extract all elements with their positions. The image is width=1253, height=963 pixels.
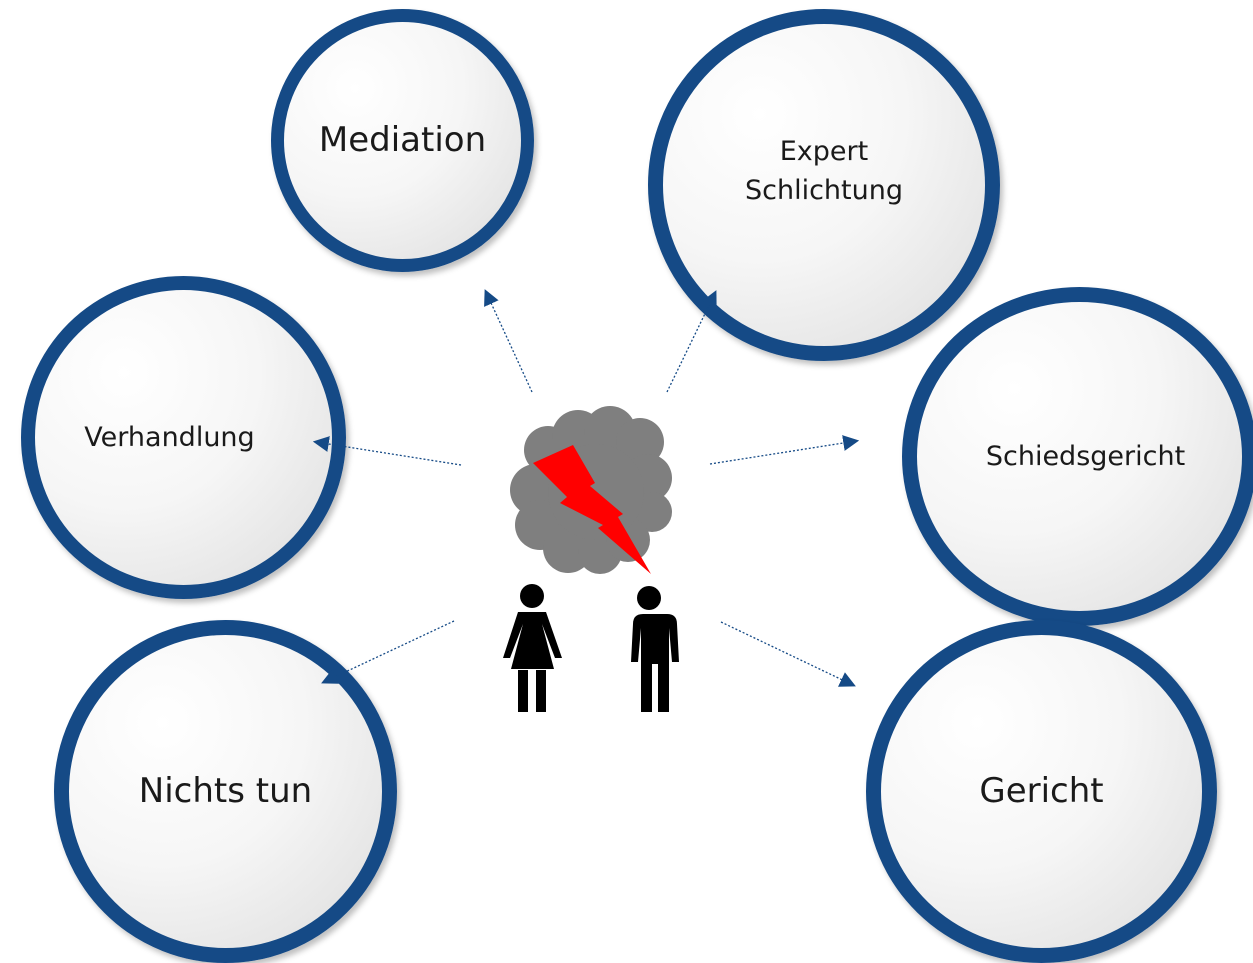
node-nichts-tun-label: Nichts tun xyxy=(138,770,313,811)
man-icon xyxy=(631,586,679,712)
connector-to-nichts-tun xyxy=(321,620,455,684)
woman-icon xyxy=(503,584,562,712)
lightning-icon xyxy=(533,445,651,574)
connector-to-expert xyxy=(666,290,717,393)
connector-to-mediation xyxy=(484,289,533,393)
node-schiedsgericht-label: Schiedsgericht xyxy=(985,440,1186,472)
connectors xyxy=(312,289,860,687)
node-expert-label-line-2: Schlichtung xyxy=(744,175,903,206)
connector-to-verhandlung xyxy=(312,436,462,466)
connector-to-gericht xyxy=(720,621,856,687)
node-mediation-label: Mediation xyxy=(318,119,487,160)
node-expert-label-line-1: Expert xyxy=(779,135,869,167)
node-gericht-label: Gericht xyxy=(979,770,1104,811)
node-verhandlung-label: Verhandlung xyxy=(84,421,255,453)
connector-to-schiedsgericht xyxy=(709,435,860,465)
